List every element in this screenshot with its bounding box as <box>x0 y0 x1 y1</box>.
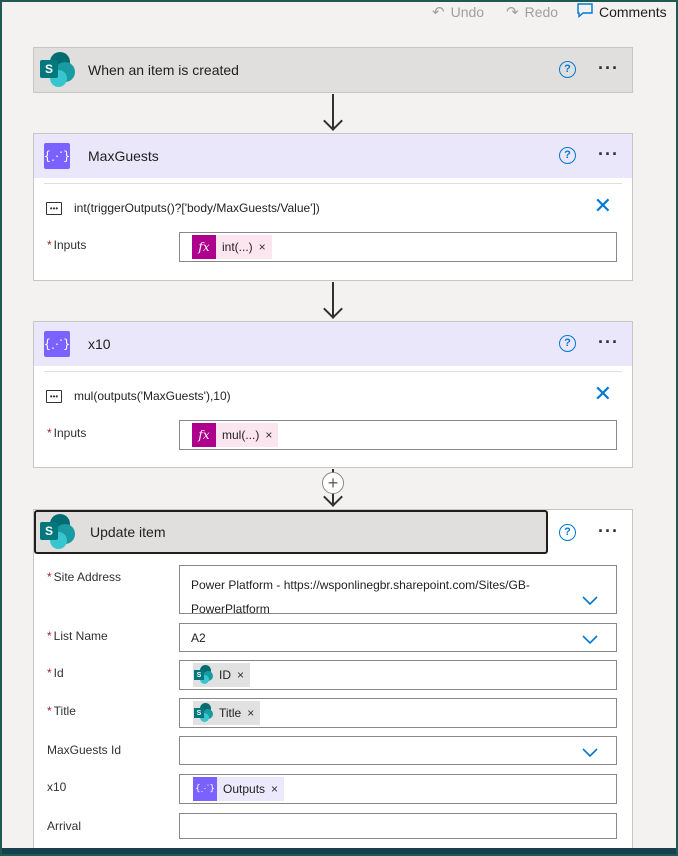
add-step-button[interactable]: + <box>322 472 344 494</box>
maxguests-id-field[interactable] <box>179 736 617 765</box>
chevron-down-icon[interactable] <box>582 594 598 608</box>
bottom-bar <box>0 848 678 856</box>
chevron-down-icon[interactable] <box>582 633 598 647</box>
maxguests-id-label: MaxGuests Id <box>47 743 122 757</box>
remove-token-icon[interactable]: × <box>265 428 273 442</box>
toolbar: ↶ Undo ↷ Redo Comments <box>0 0 678 26</box>
comment-icon[interactable]: ••• <box>46 390 62 403</box>
update-item-card[interactable]: S Update item ? ··· *Site Address Power … <box>33 509 633 849</box>
variable-icon: {⋰} <box>44 143 70 169</box>
more-options-icon[interactable]: ··· <box>598 332 619 352</box>
close-icon[interactable]: ✕ <box>593 381 612 406</box>
redo-icon: ↷ <box>506 3 519 21</box>
undo-label: Undo <box>450 4 485 20</box>
site-address-value: Power Platform - https://wsponlinegbr.sh… <box>191 578 530 616</box>
trigger-title: When an item is created <box>88 62 239 78</box>
more-options-icon[interactable]: ··· <box>598 521 619 541</box>
divider <box>44 183 622 184</box>
dynamic-content-token[interactable]: {⋰} Outputs × <box>193 777 285 801</box>
undo-button[interactable]: ↶ Undo <box>432 3 484 21</box>
x10-label: x10 <box>47 780 67 794</box>
inputs-field[interactable]: fx int(...) × <box>179 232 617 262</box>
connector-arrow <box>332 94 334 128</box>
remove-token-icon[interactable]: × <box>258 240 266 254</box>
trigger-header[interactable]: S When an item is created ? ··· <box>34 48 632 92</box>
sharepoint-icon: S <box>38 513 76 551</box>
arrival-field[interactable] <box>179 813 617 839</box>
comments-label: Comments <box>599 4 667 20</box>
comment-icon[interactable]: ••• <box>46 202 62 215</box>
token-label: Title <box>219 706 242 720</box>
x10-card[interactable]: {⋰} x10 ? ··· ••• mul(outputs('MaxGuests… <box>33 321 633 468</box>
token-label: ID <box>219 668 231 682</box>
more-options-icon[interactable]: ··· <box>598 144 619 164</box>
x10-header[interactable]: {⋰} x10 ? ··· <box>34 322 632 366</box>
inputs-label: *Inputs <box>47 426 87 440</box>
inputs-label: *Inputs <box>47 238 87 252</box>
formula-text: int(triggerOutputs()?['body/MaxGuests/Va… <box>74 201 320 215</box>
remove-token-icon[interactable]: × <box>247 706 255 720</box>
help-icon[interactable]: ? <box>559 335 576 352</box>
list-name-value: A2 <box>191 631 206 645</box>
redo-label: Redo <box>524 4 559 20</box>
title-label: *Title <box>47 704 76 718</box>
help-icon[interactable]: ? <box>559 524 576 541</box>
maxguests-header[interactable]: {⋰} MaxGuests ? ··· <box>34 134 632 178</box>
dynamic-content-token[interactable]: S ID × <box>193 663 251 687</box>
comments-button[interactable]: Comments <box>577 3 667 21</box>
formula-text: mul(outputs('MaxGuests'),10) <box>74 389 231 403</box>
arrival-label: Arrival <box>47 819 82 833</box>
redo-button[interactable]: ↷ Redo <box>506 3 558 21</box>
site-address-label: *Site Address <box>47 570 122 584</box>
variable-icon: {⋰} <box>193 777 217 801</box>
list-name-label: *List Name <box>47 629 108 643</box>
divider <box>44 371 622 372</box>
remove-token-icon[interactable]: × <box>237 668 245 682</box>
inputs-field[interactable]: fx mul(...) × <box>179 420 617 450</box>
id-field[interactable]: S ID × <box>179 660 617 690</box>
connector-arrow <box>332 282 334 316</box>
token-label: Outputs <box>223 782 266 796</box>
site-address-field[interactable]: Power Platform - https://wsponlinegbr.sh… <box>179 565 617 616</box>
help-icon[interactable]: ? <box>559 61 576 78</box>
more-options-icon[interactable]: ··· <box>598 58 619 78</box>
x10-field[interactable]: {⋰} Outputs × <box>179 774 617 804</box>
close-icon[interactable]: ✕ <box>593 193 612 218</box>
update-item-header[interactable]: S Update item <box>34 510 548 554</box>
help-icon[interactable]: ? <box>559 147 576 164</box>
sharepoint-icon: S <box>193 665 213 685</box>
expression-token[interactable]: fx mul(...) × <box>192 423 279 447</box>
sharepoint-icon: S <box>38 51 76 89</box>
expression-token[interactable]: fx int(...) × <box>192 235 272 259</box>
x10-title: x10 <box>88 336 111 352</box>
dynamic-content-token[interactable]: S Title × <box>193 701 261 725</box>
fx-icon: fx <box>192 423 216 447</box>
token-label: mul(...) <box>222 428 260 442</box>
token-label: int(...) <box>222 240 253 254</box>
maxguests-card[interactable]: {⋰} MaxGuests ? ··· ••• int(triggerOutpu… <box>33 133 633 281</box>
arrow-head-icon <box>323 299 343 319</box>
arrow-head-icon <box>323 111 343 131</box>
undo-icon: ↶ <box>432 3 445 21</box>
variable-icon: {⋰} <box>44 331 70 357</box>
list-name-field[interactable]: A2 <box>179 623 617 652</box>
fx-icon: fx <box>192 235 216 259</box>
trigger-card[interactable]: S When an item is created ? ··· <box>33 47 633 93</box>
title-field[interactable]: S Title × <box>179 698 617 728</box>
comment-icon <box>577 3 593 21</box>
maxguests-title: MaxGuests <box>88 148 159 164</box>
update-item-title: Update item <box>90 524 166 540</box>
remove-token-icon[interactable]: × <box>271 782 279 796</box>
sharepoint-icon: S <box>193 703 213 723</box>
chevron-down-icon[interactable] <box>582 746 598 760</box>
id-label: *Id <box>47 666 64 680</box>
